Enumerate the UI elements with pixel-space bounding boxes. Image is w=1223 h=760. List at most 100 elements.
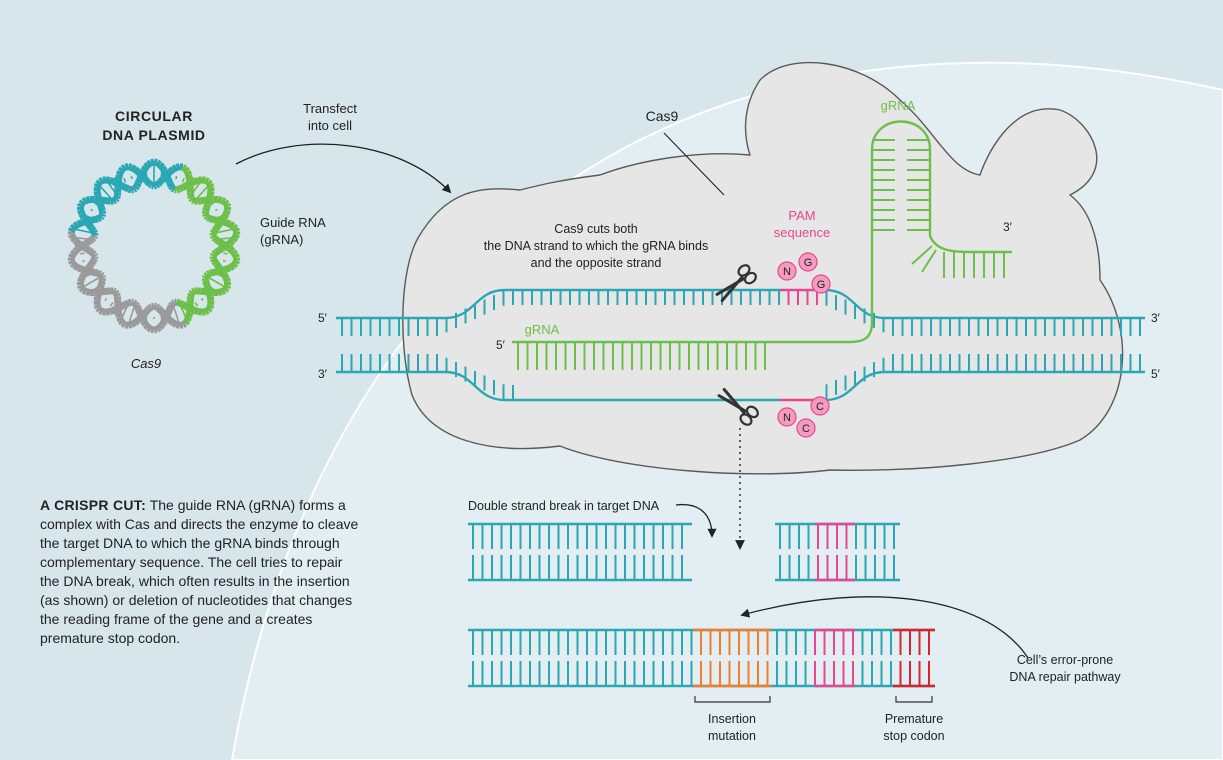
plasmid-backbone (175, 163, 181, 171)
plasmid-backbone (147, 303, 154, 311)
plasmid-backbone (135, 314, 144, 323)
plasmid-backbone (197, 176, 203, 184)
dna-5-end-right: 5′ (1151, 367, 1161, 381)
plasmid-rung (215, 208, 218, 212)
plasmid-backbone (83, 238, 92, 247)
pam-label-line1: PAM (788, 208, 815, 223)
cas9-protein-label: Cas9 (646, 108, 679, 124)
broken-dna-left (468, 522, 692, 582)
plasmid-backbone (177, 184, 184, 193)
plasmid-backbone (68, 259, 76, 265)
plasmid-backbone (96, 270, 102, 278)
plasmid-backbone (230, 235, 239, 243)
plasmid-backbone (108, 306, 115, 315)
dna-3-end-right: 3′ (1151, 311, 1161, 325)
plasmid-backbone (141, 176, 150, 184)
plasmid-backbone (89, 250, 97, 257)
plasmid-backbone (146, 159, 154, 168)
plasmid-backbone (210, 229, 218, 235)
plasmid-backbone (69, 223, 78, 232)
plasmid-backbone (96, 214, 102, 222)
plasmid-backbone (216, 216, 223, 225)
plasmid-backbone (127, 163, 133, 171)
grna-backbone (512, 190, 874, 344)
plasmid-backbone (135, 307, 144, 315)
plasmid-backbone (216, 238, 225, 247)
plasmid-backbone (228, 221, 236, 230)
plasmid-backbone (157, 162, 165, 170)
plasmid-backbone (81, 287, 88, 295)
plasmid-backbone (203, 202, 212, 209)
plasmid-backbone (98, 212, 106, 217)
plasmid-backbone (223, 240, 232, 249)
plasmid-backbone (95, 198, 104, 206)
plasmid-backbone (220, 218, 227, 226)
plasmid-backbone (127, 321, 133, 329)
plasmid-backbone (206, 214, 212, 222)
plasmid-backbone (94, 194, 103, 201)
plasmid-backbone (69, 260, 78, 269)
plasmid-backbone (203, 307, 210, 315)
plasmid-backbone (206, 270, 212, 278)
plasmid-backbone (168, 301, 176, 308)
repair-label-line2: DNA repair pathway (1009, 670, 1121, 684)
plasmid-backbone (206, 190, 215, 196)
plasmid-backbone (197, 308, 203, 316)
plasmid-backbone (105, 308, 111, 316)
plasmid-backbone (203, 177, 210, 185)
plasmid-backbone (188, 289, 196, 296)
broken-dna-right (775, 522, 900, 582)
plasmid-backbone (187, 292, 195, 298)
pam-g1-circle (798, 252, 818, 272)
plasmid-backbone (127, 185, 133, 194)
plasmid-backbone (150, 158, 155, 167)
grna-3-end: 3′ (1003, 220, 1013, 234)
plasmid-backbone (216, 245, 225, 254)
plasmid-backbone (86, 261, 95, 270)
cas9-gene-label: Cas9 (131, 356, 161, 371)
plasmid-backbone (183, 170, 192, 177)
plasmid-backbone (187, 194, 195, 200)
plasmid-backbone (132, 301, 140, 308)
plasmid-backbone (98, 279, 106, 286)
plasmid-backbone (211, 226, 220, 233)
hairpin-rung (921, 249, 937, 273)
plasmid-backbone (175, 298, 181, 307)
plasmid-backbone (193, 177, 200, 186)
plasmid-backbone (220, 243, 228, 252)
plasmid-backbone (153, 158, 158, 167)
plasmid-backbone (98, 213, 105, 221)
repair-label-line1: Cell’s error-prone (1017, 653, 1113, 667)
plasmid-backbone (80, 243, 88, 252)
plasmid-backbone (111, 196, 117, 205)
pam-n-top-circle (777, 261, 797, 281)
plasmid-backbone (157, 322, 165, 330)
grna-strand-label: gRNA (525, 322, 560, 337)
plasmid-backbone (182, 166, 191, 174)
plasmid-backbone (81, 197, 88, 205)
pam-n-bottom: N (783, 412, 791, 424)
plasmid-backbone (78, 272, 87, 280)
plasmid-backbone (182, 318, 191, 326)
plasmid-backbone (221, 212, 230, 220)
plasmid-backbone (78, 285, 86, 293)
plasmid-backbone (93, 269, 99, 277)
plasmid-backbone (113, 292, 121, 298)
plasmid-backbone (164, 307, 173, 315)
plasmid-backbone (147, 181, 154, 189)
stop-codon-label-line1: Premature (885, 712, 943, 726)
plasmid-backbone (218, 268, 228, 277)
plasmid-backbone (222, 285, 230, 293)
plasmid-backbone (175, 185, 181, 194)
plasmid-backbone (205, 305, 213, 313)
hairpin-rung (911, 245, 933, 265)
plasmid-backbone (213, 222, 222, 231)
plasmid-backbone (171, 164, 179, 173)
pam-c1: C (816, 401, 824, 413)
plasmid-backbone (171, 319, 179, 328)
plasmid-backbone (88, 226, 97, 233)
plasmid-backbone (184, 180, 192, 189)
plasmid-rung (181, 177, 185, 183)
plasmid-backbone (143, 322, 151, 330)
plasmid-backbone (98, 307, 105, 315)
